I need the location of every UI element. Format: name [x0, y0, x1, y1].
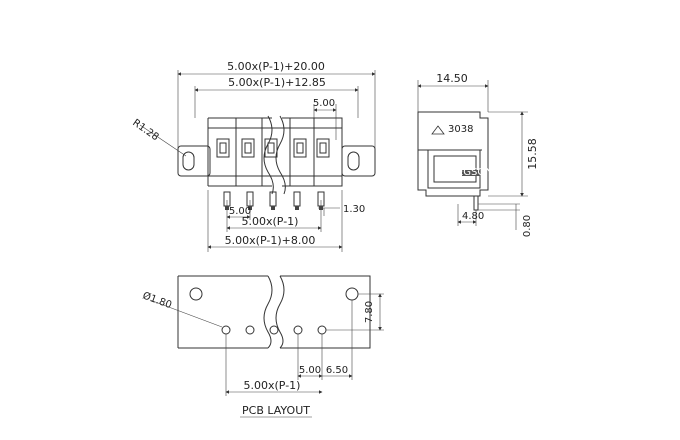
dim-pin-span: 5.00x(P-1)	[242, 215, 299, 228]
front-view: 5.00x(P-1)+20.00 5.00x(P-1)+12.85 5.00 R…	[130, 60, 376, 252]
dim-radius: R1.28	[130, 117, 160, 143]
dim-depth: 14.50	[436, 72, 468, 85]
dim-span: 5.00x(P-1)	[244, 379, 301, 392]
dim-pitch: 5.00	[299, 365, 321, 376]
brand-label: DEGSON	[449, 167, 492, 178]
dim-pin-offset: 4.80	[462, 211, 484, 222]
side-view: 14.50 3038 DEGSON 15.58 4.80 0.80	[417, 72, 539, 237]
dim-pitch-bottom: 5.00	[229, 206, 251, 217]
dim-pitch-top: 5.00	[313, 98, 335, 109]
pcb-layout: Ø1.80 7.80 5.00 6.50 5.00x(P-1) PCB LAYO…	[141, 275, 384, 418]
dim-height: 15.58	[526, 138, 539, 170]
pcb-layout-title: PCB LAYOUT	[242, 404, 310, 417]
dim-pin-thickness: 0.80	[522, 215, 533, 237]
mount-hole-right	[347, 151, 360, 171]
side-view-marking: 3038	[448, 124, 473, 135]
mount-hole-left	[182, 151, 195, 171]
dim-inner: 5.00x(P-1)+12.85	[228, 76, 326, 89]
dim-body-width: 5.00x(P-1)+8.00	[225, 234, 316, 247]
dim-row-spacing: 7.80	[364, 301, 375, 323]
dim-hole: Ø1.80	[141, 290, 173, 312]
dim-pin-width: 1.30	[343, 204, 365, 215]
brand-block	[462, 170, 480, 176]
dim-overall: 5.00x(P-1)+20.00	[227, 60, 325, 73]
dim-edge: 6.50	[326, 365, 348, 376]
